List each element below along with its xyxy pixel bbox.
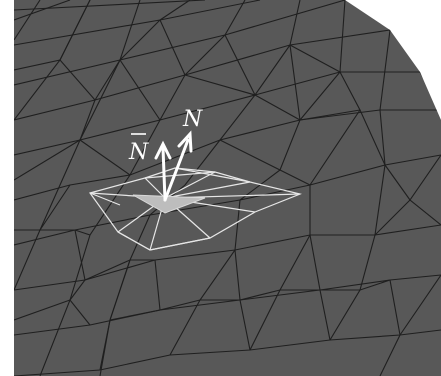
normal-label: N	[182, 107, 203, 132]
mean-normal-arrow	[163, 148, 165, 200]
mesh-surface	[14, 0, 441, 376]
mean-normal-label: N	[128, 140, 149, 165]
